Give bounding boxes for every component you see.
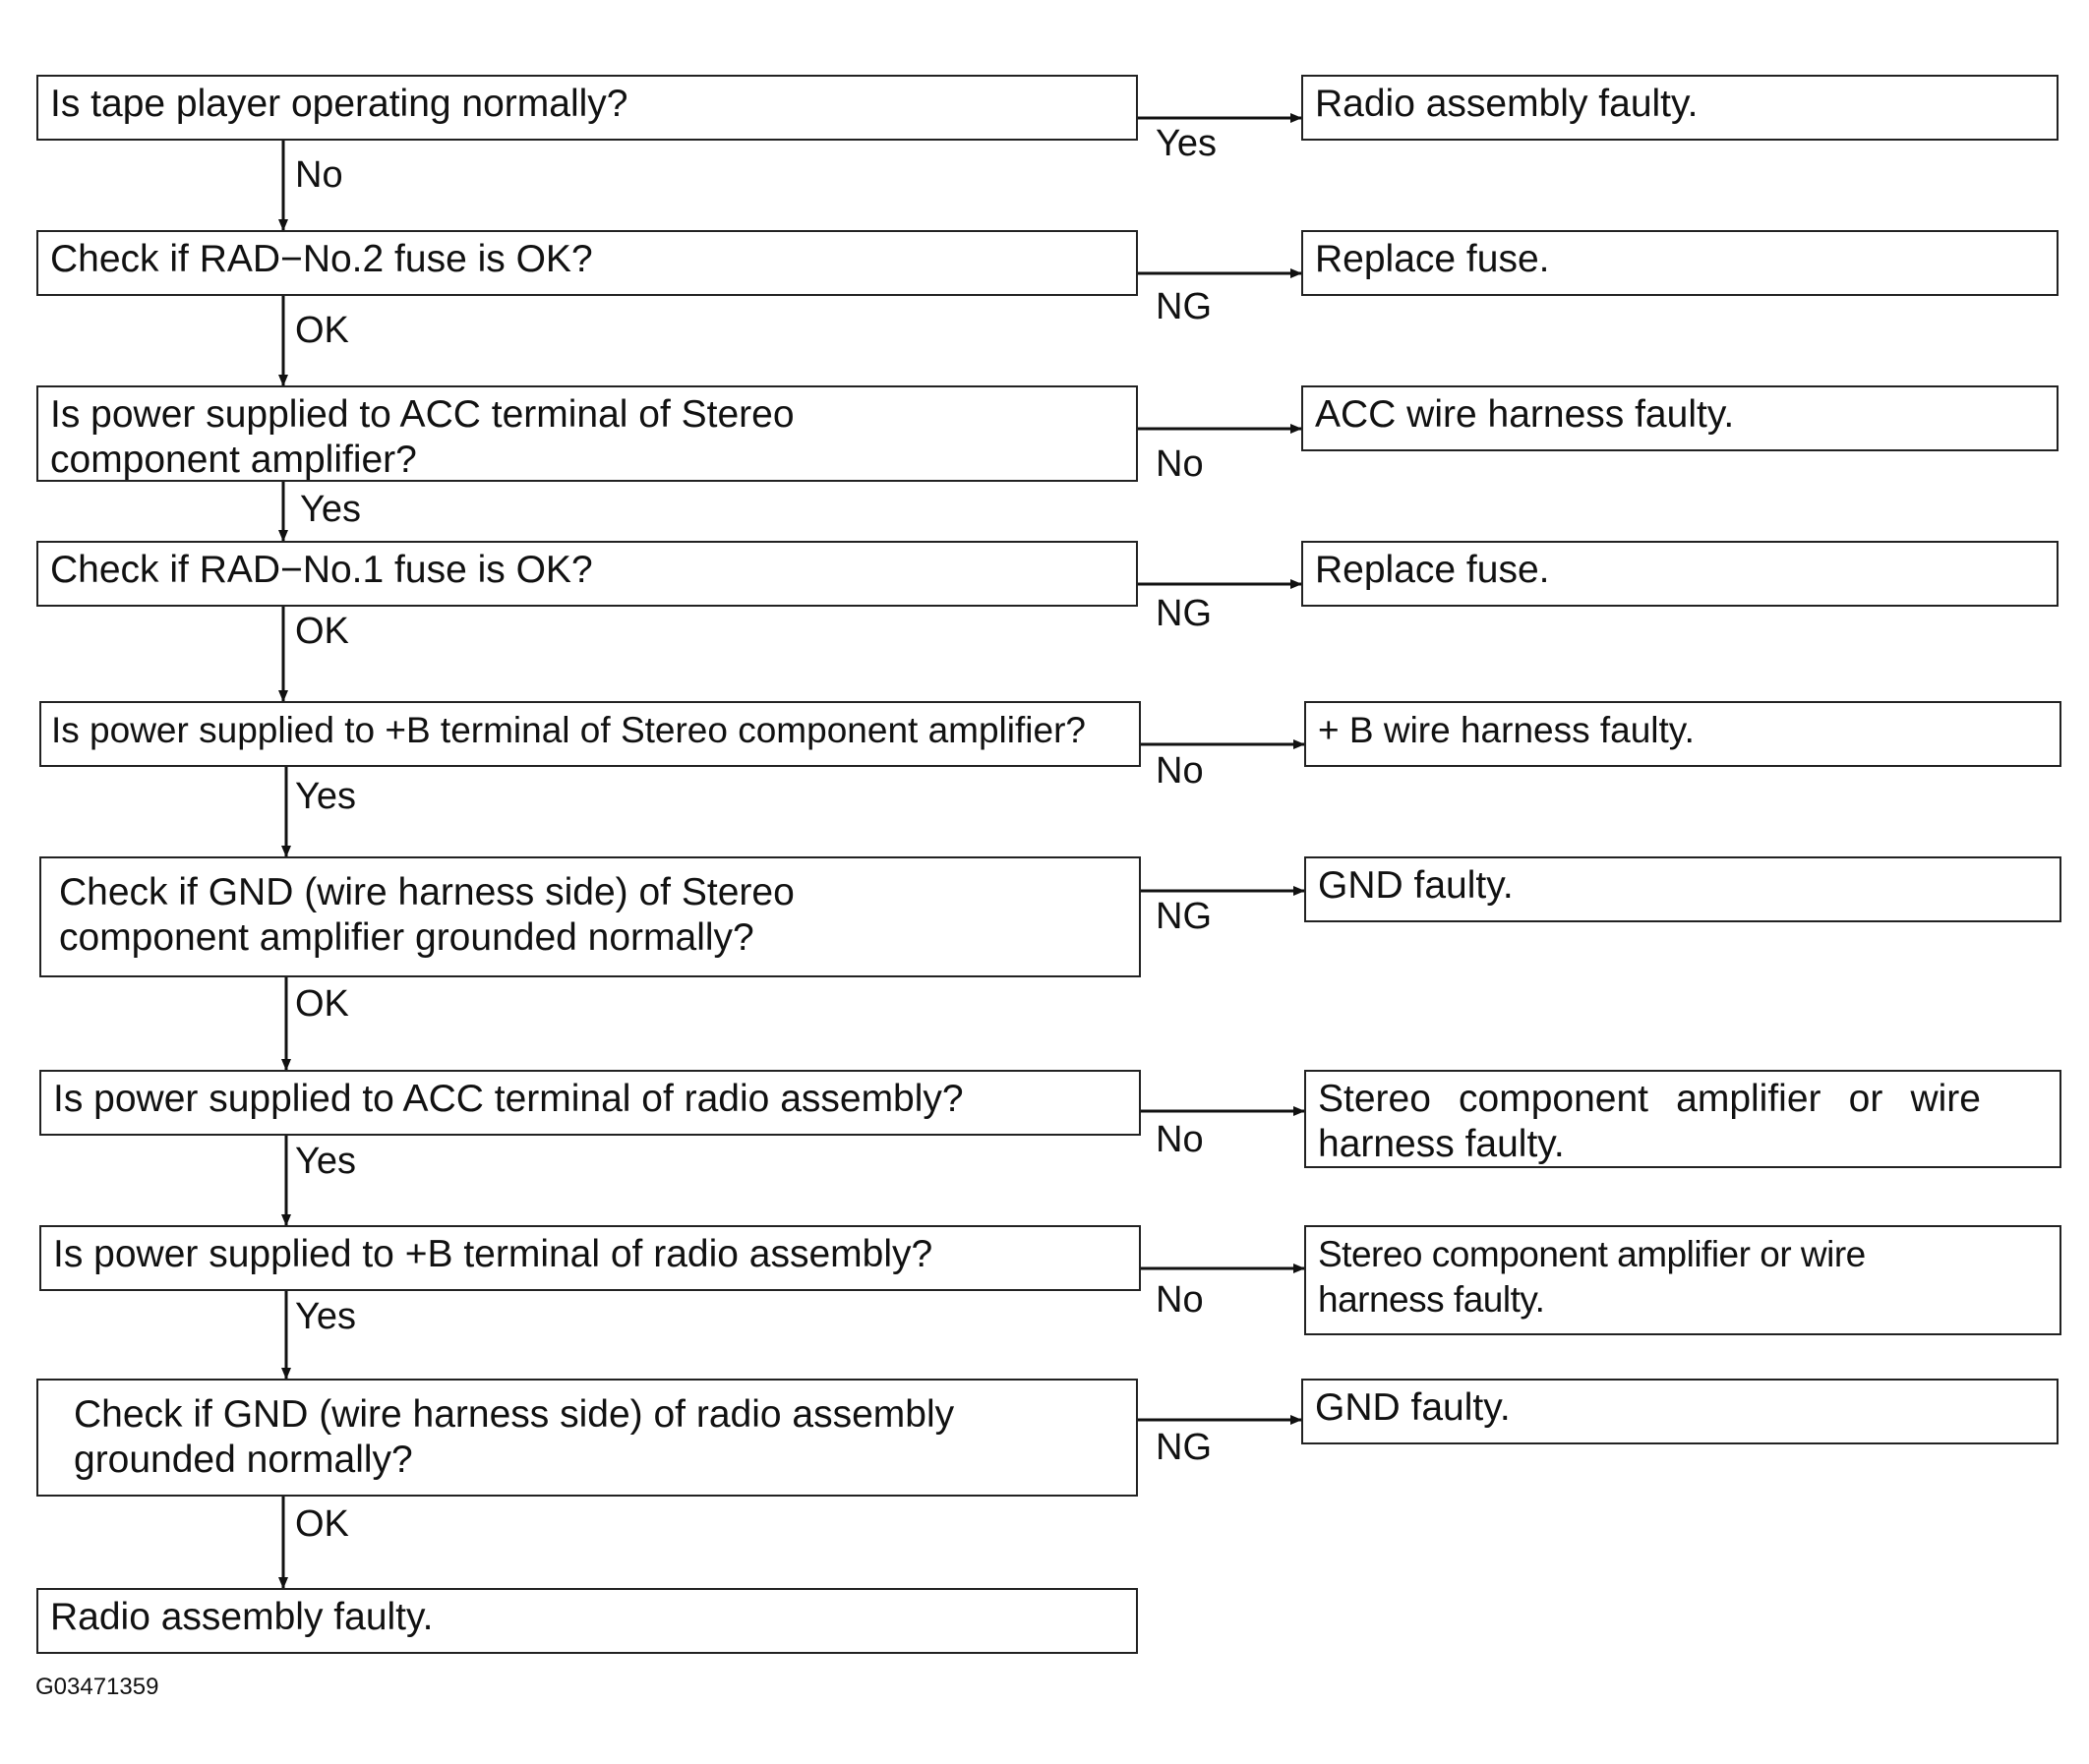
- branch-label-2: NG: [1156, 286, 1212, 327]
- question-box-6: Check if GND (wire harness side) of Ster…: [39, 856, 1141, 977]
- result-text-2: Replace fuse.: [1315, 238, 1550, 280]
- branch-label-6: NG: [1156, 896, 1212, 937]
- down-label-4: OK: [295, 611, 349, 652]
- branch-label-7: No: [1156, 1119, 1204, 1160]
- branch-label-8: No: [1156, 1279, 1204, 1321]
- figure-code: G03471359: [35, 1674, 159, 1700]
- branch-label-1: Yes: [1156, 123, 1217, 164]
- result-text-5: + B wire harness faulty.: [1318, 710, 1695, 750]
- question-box-4: Check if RAD−No.1 fuse is OK?: [36, 541, 1138, 607]
- result-text-1: Radio assembly faulty.: [1315, 83, 1699, 125]
- question-text-5: Is power supplied to +B terminal of Ster…: [51, 710, 1086, 750]
- result-text-7: Stereo component amplifier or wire harne…: [1318, 1078, 1981, 1165]
- question-text-6: Check if GND (wire harness side) of Ster…: [59, 871, 795, 959]
- down-label-3: Yes: [300, 489, 361, 530]
- result-box-1: Radio assembly faulty.: [1301, 75, 2059, 141]
- question-text-3: Is power supplied to ACC terminal of Ste…: [50, 393, 795, 481]
- result-text-3: ACC wire harness faulty.: [1315, 393, 1735, 436]
- question-box-1: Is tape player operating normally?: [36, 75, 1138, 141]
- result-text-4: Replace fuse.: [1315, 549, 1550, 591]
- branch-label-4: NG: [1156, 593, 1212, 634]
- result-box-7: Stereo component amplifier or wire harne…: [1304, 1070, 2061, 1168]
- question-box-7: Is power supplied to ACC terminal of rad…: [39, 1070, 1141, 1136]
- result-box-5: + B wire harness faulty.: [1304, 701, 2061, 767]
- down-label-5: Yes: [295, 776, 356, 817]
- question-text-4: Check if RAD−No.1 fuse is OK?: [50, 549, 593, 591]
- result-text-9: GND faulty.: [1315, 1386, 1511, 1429]
- result-text-8: Stereo component amplifier or wire harne…: [1318, 1234, 1866, 1320]
- down-label-9: OK: [295, 1503, 349, 1545]
- result-box-4: Replace fuse.: [1301, 541, 2059, 607]
- down-label-2: OK: [295, 310, 349, 351]
- question-text-2: Check if RAD−No.2 fuse is OK?: [50, 238, 593, 280]
- branch-label-5: No: [1156, 750, 1204, 792]
- result-box-2: Replace fuse.: [1301, 230, 2059, 296]
- question-box-5: Is power supplied to +B terminal of Ster…: [39, 701, 1141, 767]
- down-label-1: No: [295, 154, 343, 196]
- question-box-3: Is power supplied to ACC terminal of Ste…: [36, 385, 1138, 482]
- question-box-8: Is power supplied to +B terminal of radi…: [39, 1225, 1141, 1291]
- result-box-6: GND faulty.: [1304, 856, 2061, 922]
- question-text-1: Is tape player operating normally?: [50, 83, 628, 125]
- final-result-box: Radio assembly faulty.: [36, 1588, 1138, 1654]
- result-box-9: GND faulty.: [1301, 1379, 2059, 1444]
- branch-label-3: No: [1156, 443, 1204, 485]
- branch-label-9: NG: [1156, 1427, 1212, 1468]
- question-text-9: Check if GND (wire harness side) of radi…: [74, 1393, 955, 1481]
- question-box-9: Check if GND (wire harness side) of radi…: [36, 1379, 1138, 1497]
- result-box-3: ACC wire harness faulty.: [1301, 385, 2059, 451]
- final-result-text: Radio assembly faulty.: [50, 1596, 434, 1638]
- down-label-6: OK: [295, 983, 349, 1025]
- result-box-8: Stereo component amplifier or wire harne…: [1304, 1225, 2061, 1335]
- down-label-7: Yes: [295, 1141, 356, 1182]
- result-text-6: GND faulty.: [1318, 864, 1514, 907]
- down-label-8: Yes: [295, 1296, 356, 1337]
- question-text-7: Is power supplied to ACC terminal of rad…: [53, 1078, 964, 1120]
- question-box-2: Check if RAD−No.2 fuse is OK?: [36, 230, 1138, 296]
- question-text-8: Is power supplied to +B terminal of radi…: [53, 1233, 933, 1275]
